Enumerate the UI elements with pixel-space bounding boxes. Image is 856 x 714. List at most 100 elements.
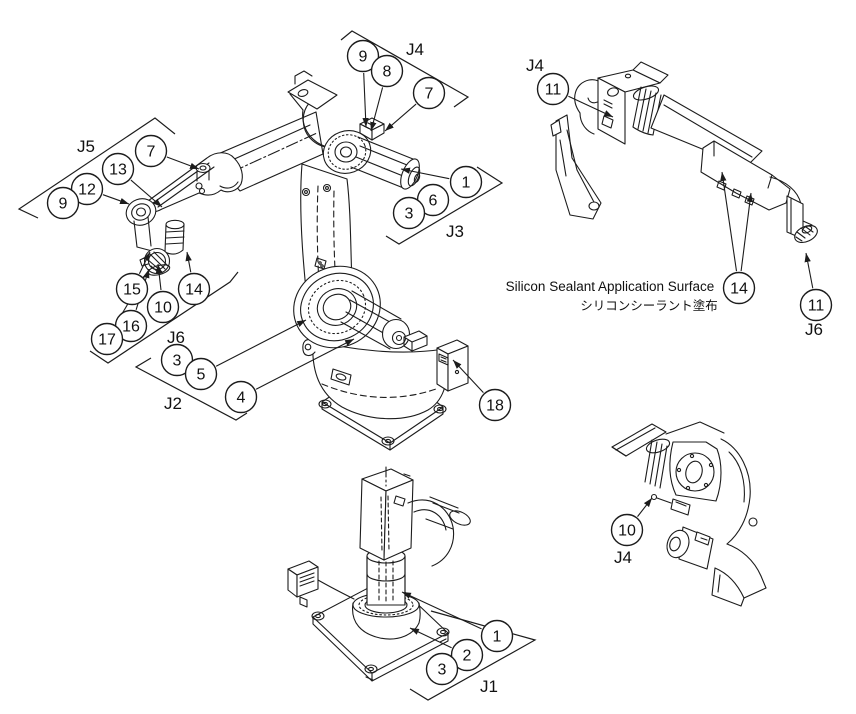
leader-line: [130, 179, 163, 208]
leader-line: [400, 167, 450, 180]
balloon-number: 9: [359, 49, 368, 66]
leader-line: [215, 319, 307, 367]
leader-line: [102, 194, 130, 205]
leader-line: [166, 156, 200, 170]
balloon-number: 7: [425, 86, 434, 103]
balloon-16: 16: [114, 309, 148, 343]
balloon-3: 3: [425, 652, 459, 686]
balloon-2: 2: [450, 638, 484, 672]
balloon-number: 3: [405, 206, 414, 223]
leader-line: [370, 87, 384, 132]
balloon-number: 4: [237, 390, 246, 407]
balloon-15: 15: [115, 272, 149, 306]
balloon-number: 11: [545, 82, 562, 99]
main-robot-view: [125, 70, 469, 451]
balloon-3: 3: [160, 343, 194, 377]
balloon-number: 9: [59, 196, 68, 213]
balloon-circle: [146, 290, 180, 324]
balloon-circle: [370, 54, 404, 88]
leader-line: [384, 103, 417, 132]
balloon-number: 2: [463, 648, 472, 665]
balloon-circle: [90, 322, 124, 356]
axis-group-bracket-J2: [134, 357, 248, 421]
balloon-1: 1: [449, 165, 483, 199]
balloon-number: 1: [462, 175, 471, 192]
balloon-circle: [346, 39, 380, 73]
balloon-circle: [160, 343, 194, 377]
balloon-13: 13: [101, 152, 135, 186]
balloon-number: 3: [438, 662, 447, 679]
axis-label-J6: J6: [167, 328, 185, 347]
balloon-1: 1: [480, 619, 514, 653]
balloon-number: 17: [98, 332, 116, 349]
axis-group-bracket-J3: [385, 166, 504, 245]
balloon-number: 6: [429, 193, 438, 210]
balloon-circle: [412, 76, 446, 110]
axis-label-J1: J1: [480, 677, 498, 696]
balloon-circle: [610, 513, 644, 547]
balloon-circle: [177, 272, 211, 306]
leader-line: [138, 251, 151, 274]
balloon-number: 15: [123, 282, 141, 299]
leader-line: [155, 263, 163, 291]
balloon-circle: [799, 288, 833, 322]
balloon-10: 10: [610, 513, 644, 547]
balloon-circle: [536, 72, 570, 106]
balloon-number: 18: [486, 398, 504, 415]
balloon-number: 11: [808, 298, 825, 315]
balloon-circle: [46, 186, 80, 220]
balloon-17: 17: [90, 322, 124, 356]
balloon-14: 14: [722, 271, 756, 305]
balloon-number: 5: [197, 367, 206, 384]
balloon-number: 14: [185, 282, 203, 299]
balloon-circle: [70, 172, 104, 206]
leader-line: [362, 72, 369, 128]
axis-label-J2: J2: [164, 394, 182, 413]
axis-group-bracket-J5: [17, 117, 176, 219]
leader-line: [255, 338, 355, 390]
balloon-11: 11: [536, 72, 570, 106]
balloon-circle: [184, 357, 218, 391]
balloon-number: 8: [383, 64, 392, 81]
leader-line: [185, 251, 192, 273]
sealant-note-jp: シリコンシーラント塗布: [580, 298, 718, 313]
balloon-7: 7: [412, 76, 446, 110]
balloon-number: 10: [618, 523, 636, 540]
balloon-9: 9: [346, 39, 380, 73]
axis-label-J5: J5: [77, 137, 95, 156]
balloon-10: 10: [146, 290, 180, 324]
leader-line: [409, 627, 452, 649]
base-unit-view: [287, 466, 471, 682]
balloon-number: 10: [154, 300, 172, 317]
leader-line: [401, 591, 482, 630]
balloon-circle: [101, 152, 135, 186]
axis-label-J6: J6: [805, 320, 823, 339]
axis-group-bracket-J4: [340, 30, 470, 108]
leader-line: [804, 252, 814, 289]
axis-group-bracket-J6: [89, 271, 239, 364]
balloon-circle: [480, 619, 514, 653]
balloon-circle: [134, 134, 168, 168]
leader-line: [452, 359, 484, 393]
balloon-number: 1: [493, 629, 502, 646]
balloon-number: 14: [730, 281, 748, 298]
balloon-circle: [425, 652, 459, 686]
balloon-circle: [115, 272, 149, 306]
balloon-number: 16: [122, 319, 140, 336]
axis-label-J4: J4: [406, 40, 424, 59]
balloon-number: 3: [173, 353, 182, 370]
balloon-12: 12: [70, 172, 104, 206]
balloon-4: 4: [224, 380, 258, 414]
leader-line: [740, 192, 754, 272]
balloon-circle: [478, 388, 512, 422]
balloon-9: 9: [46, 186, 80, 220]
balloon-circle: [722, 271, 756, 305]
robot-line-art: [125, 61, 818, 682]
balloon-circle: [449, 165, 483, 199]
axis-label-J3: J3: [446, 222, 464, 241]
balloon-number: 7: [147, 144, 156, 161]
balloon-18: 18: [478, 388, 512, 422]
leader-line: [568, 95, 614, 118]
axis-label-J4: J4: [614, 548, 632, 567]
